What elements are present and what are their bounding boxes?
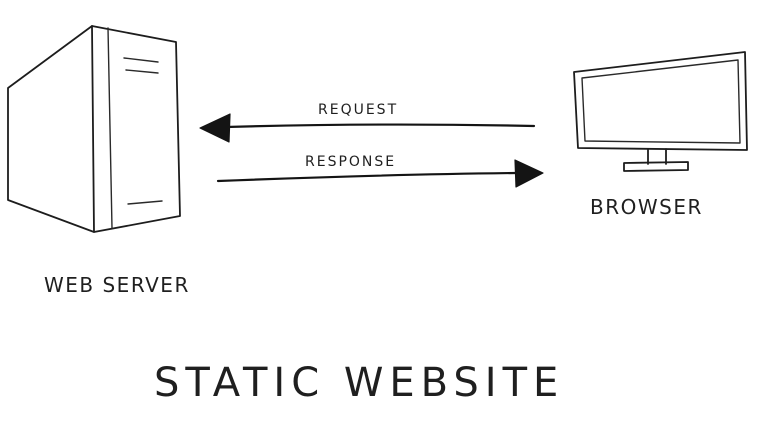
browser-label: BROWSER — [590, 195, 703, 219]
request-arrow — [199, 113, 536, 143]
monitor-icon — [573, 51, 748, 172]
diagram-title: STATIC WEBSITE — [154, 360, 564, 406]
response-arrow — [216, 159, 544, 188]
response-label: RESPONSE — [305, 154, 396, 170]
web-server-label: WEB SERVER — [44, 273, 190, 297]
request-label: REQUEST — [318, 102, 398, 118]
server-tower-icon — [7, 25, 181, 233]
